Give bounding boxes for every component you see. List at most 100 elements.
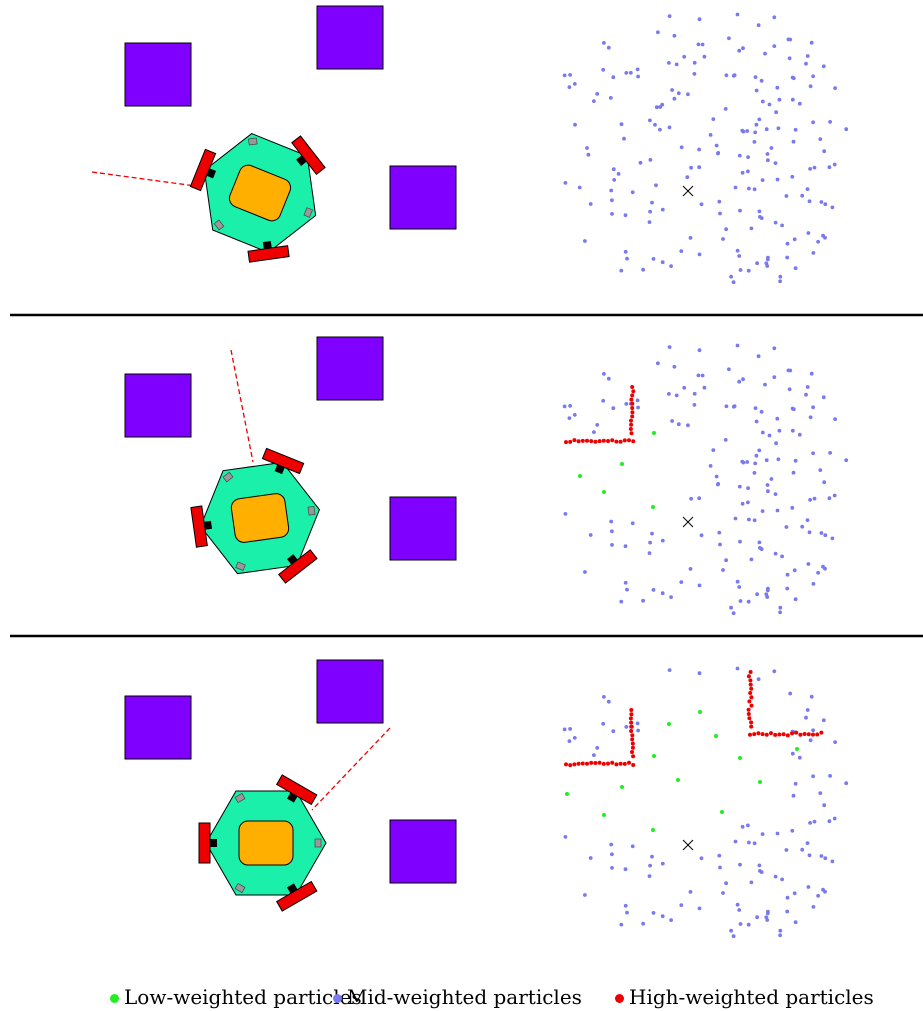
mid-particle: [718, 865, 722, 870]
mid-particle: [588, 202, 593, 206]
mid-particle: [828, 451, 832, 455]
mid-particle: [572, 413, 577, 417]
wheel: [275, 774, 318, 806]
mid-particle: [737, 484, 742, 489]
mid-particle: [563, 512, 568, 516]
mid-particle: [568, 73, 572, 77]
mid-particle: [793, 597, 798, 602]
high-particle: [752, 732, 757, 737]
mid-particle: [780, 877, 784, 882]
mid-particle: [773, 492, 778, 496]
mid-particle: [790, 174, 795, 179]
high-particle: [769, 731, 773, 736]
high-particle: [748, 682, 753, 687]
mid-particle: [697, 496, 702, 501]
mid-particle: [623, 580, 628, 585]
mid-particle: [763, 51, 767, 56]
mid-particle: [567, 739, 572, 743]
mid-particle: [790, 428, 795, 433]
high-particle: [749, 720, 754, 725]
high-particle: [629, 422, 634, 427]
mid-particle: [784, 525, 789, 529]
mid-particle: [752, 140, 757, 144]
high-particle: [589, 439, 594, 444]
mid-particle: [641, 267, 645, 272]
mid-particle: [821, 718, 826, 723]
mid-particle: [729, 928, 733, 933]
robot-core: [228, 164, 292, 222]
mid-particle: [688, 890, 693, 894]
mid-particle: [697, 348, 702, 353]
mid-particle: [669, 264, 673, 268]
mid-particle: [638, 160, 643, 165]
mid-particle: [780, 223, 784, 228]
mid-particle: [775, 831, 780, 836]
mid-particle: [667, 125, 672, 130]
mid-particle: [763, 382, 767, 387]
mid-particle: [737, 153, 742, 158]
mid-particle: [787, 387, 792, 392]
mid-particle: [651, 911, 656, 915]
mid-particle: [697, 165, 702, 170]
mid-particle: [641, 598, 645, 603]
mid-particle: [699, 533, 704, 538]
mid-particle: [723, 107, 728, 111]
high-particle: [630, 750, 634, 754]
low-particle: [578, 474, 582, 478]
high-particle: [572, 438, 577, 443]
mid-particle: [667, 61, 671, 65]
sensor-icon: [234, 882, 246, 894]
high-particle: [589, 760, 594, 765]
mid-particle: [816, 570, 820, 575]
mid-particle: [792, 891, 797, 896]
mid-particle: [808, 84, 813, 89]
mid-particle: [752, 187, 757, 192]
mid-particle: [562, 727, 567, 732]
mid-particle: [672, 96, 677, 101]
mid-particle: [628, 70, 633, 75]
mid-particle: [809, 694, 814, 699]
high-particle: [593, 439, 598, 444]
obstacle: [316, 659, 384, 724]
mid-particle: [619, 599, 624, 604]
mid-particle: [805, 708, 810, 712]
mid-particle: [727, 36, 731, 41]
mid-particle: [807, 199, 812, 204]
mid-particle: [737, 585, 742, 589]
particle-cloud: [562, 343, 849, 616]
mid-particle: [670, 419, 674, 423]
high-particle: [781, 732, 786, 737]
mid-particle: [735, 343, 740, 348]
mid-particle: [806, 885, 811, 889]
high-particle: [777, 732, 782, 737]
high-particle: [746, 674, 751, 679]
mid-particle: [654, 105, 659, 110]
mid-particle: [609, 842, 614, 847]
mid-particle: [729, 274, 733, 279]
mid-particle: [658, 127, 662, 132]
high-particle: [629, 724, 634, 729]
mid-particle: [832, 162, 837, 167]
mid-particle: [785, 241, 790, 246]
mid-particle: [630, 521, 635, 526]
obstacle: [316, 336, 384, 401]
mid-particle: [650, 854, 654, 859]
mid-particle: [772, 15, 777, 20]
mid-particle: [760, 430, 765, 435]
mid-particle: [650, 531, 654, 536]
mid-particle: [746, 268, 751, 273]
high-particle: [627, 760, 631, 765]
mid-particle: [567, 85, 572, 89]
mid-particle: [737, 254, 742, 258]
mid-particle: [765, 257, 770, 262]
mid-particle: [809, 371, 814, 376]
high-particle: [802, 732, 807, 736]
mid-particle: [595, 746, 600, 750]
mid-particle: [636, 74, 640, 79]
obstacle: [316, 5, 384, 70]
mid-particle: [647, 874, 652, 878]
mid-particle: [766, 158, 770, 163]
mid-particle: [737, 48, 742, 53]
mid-particle: [601, 398, 606, 403]
mid-particle: [721, 237, 725, 241]
